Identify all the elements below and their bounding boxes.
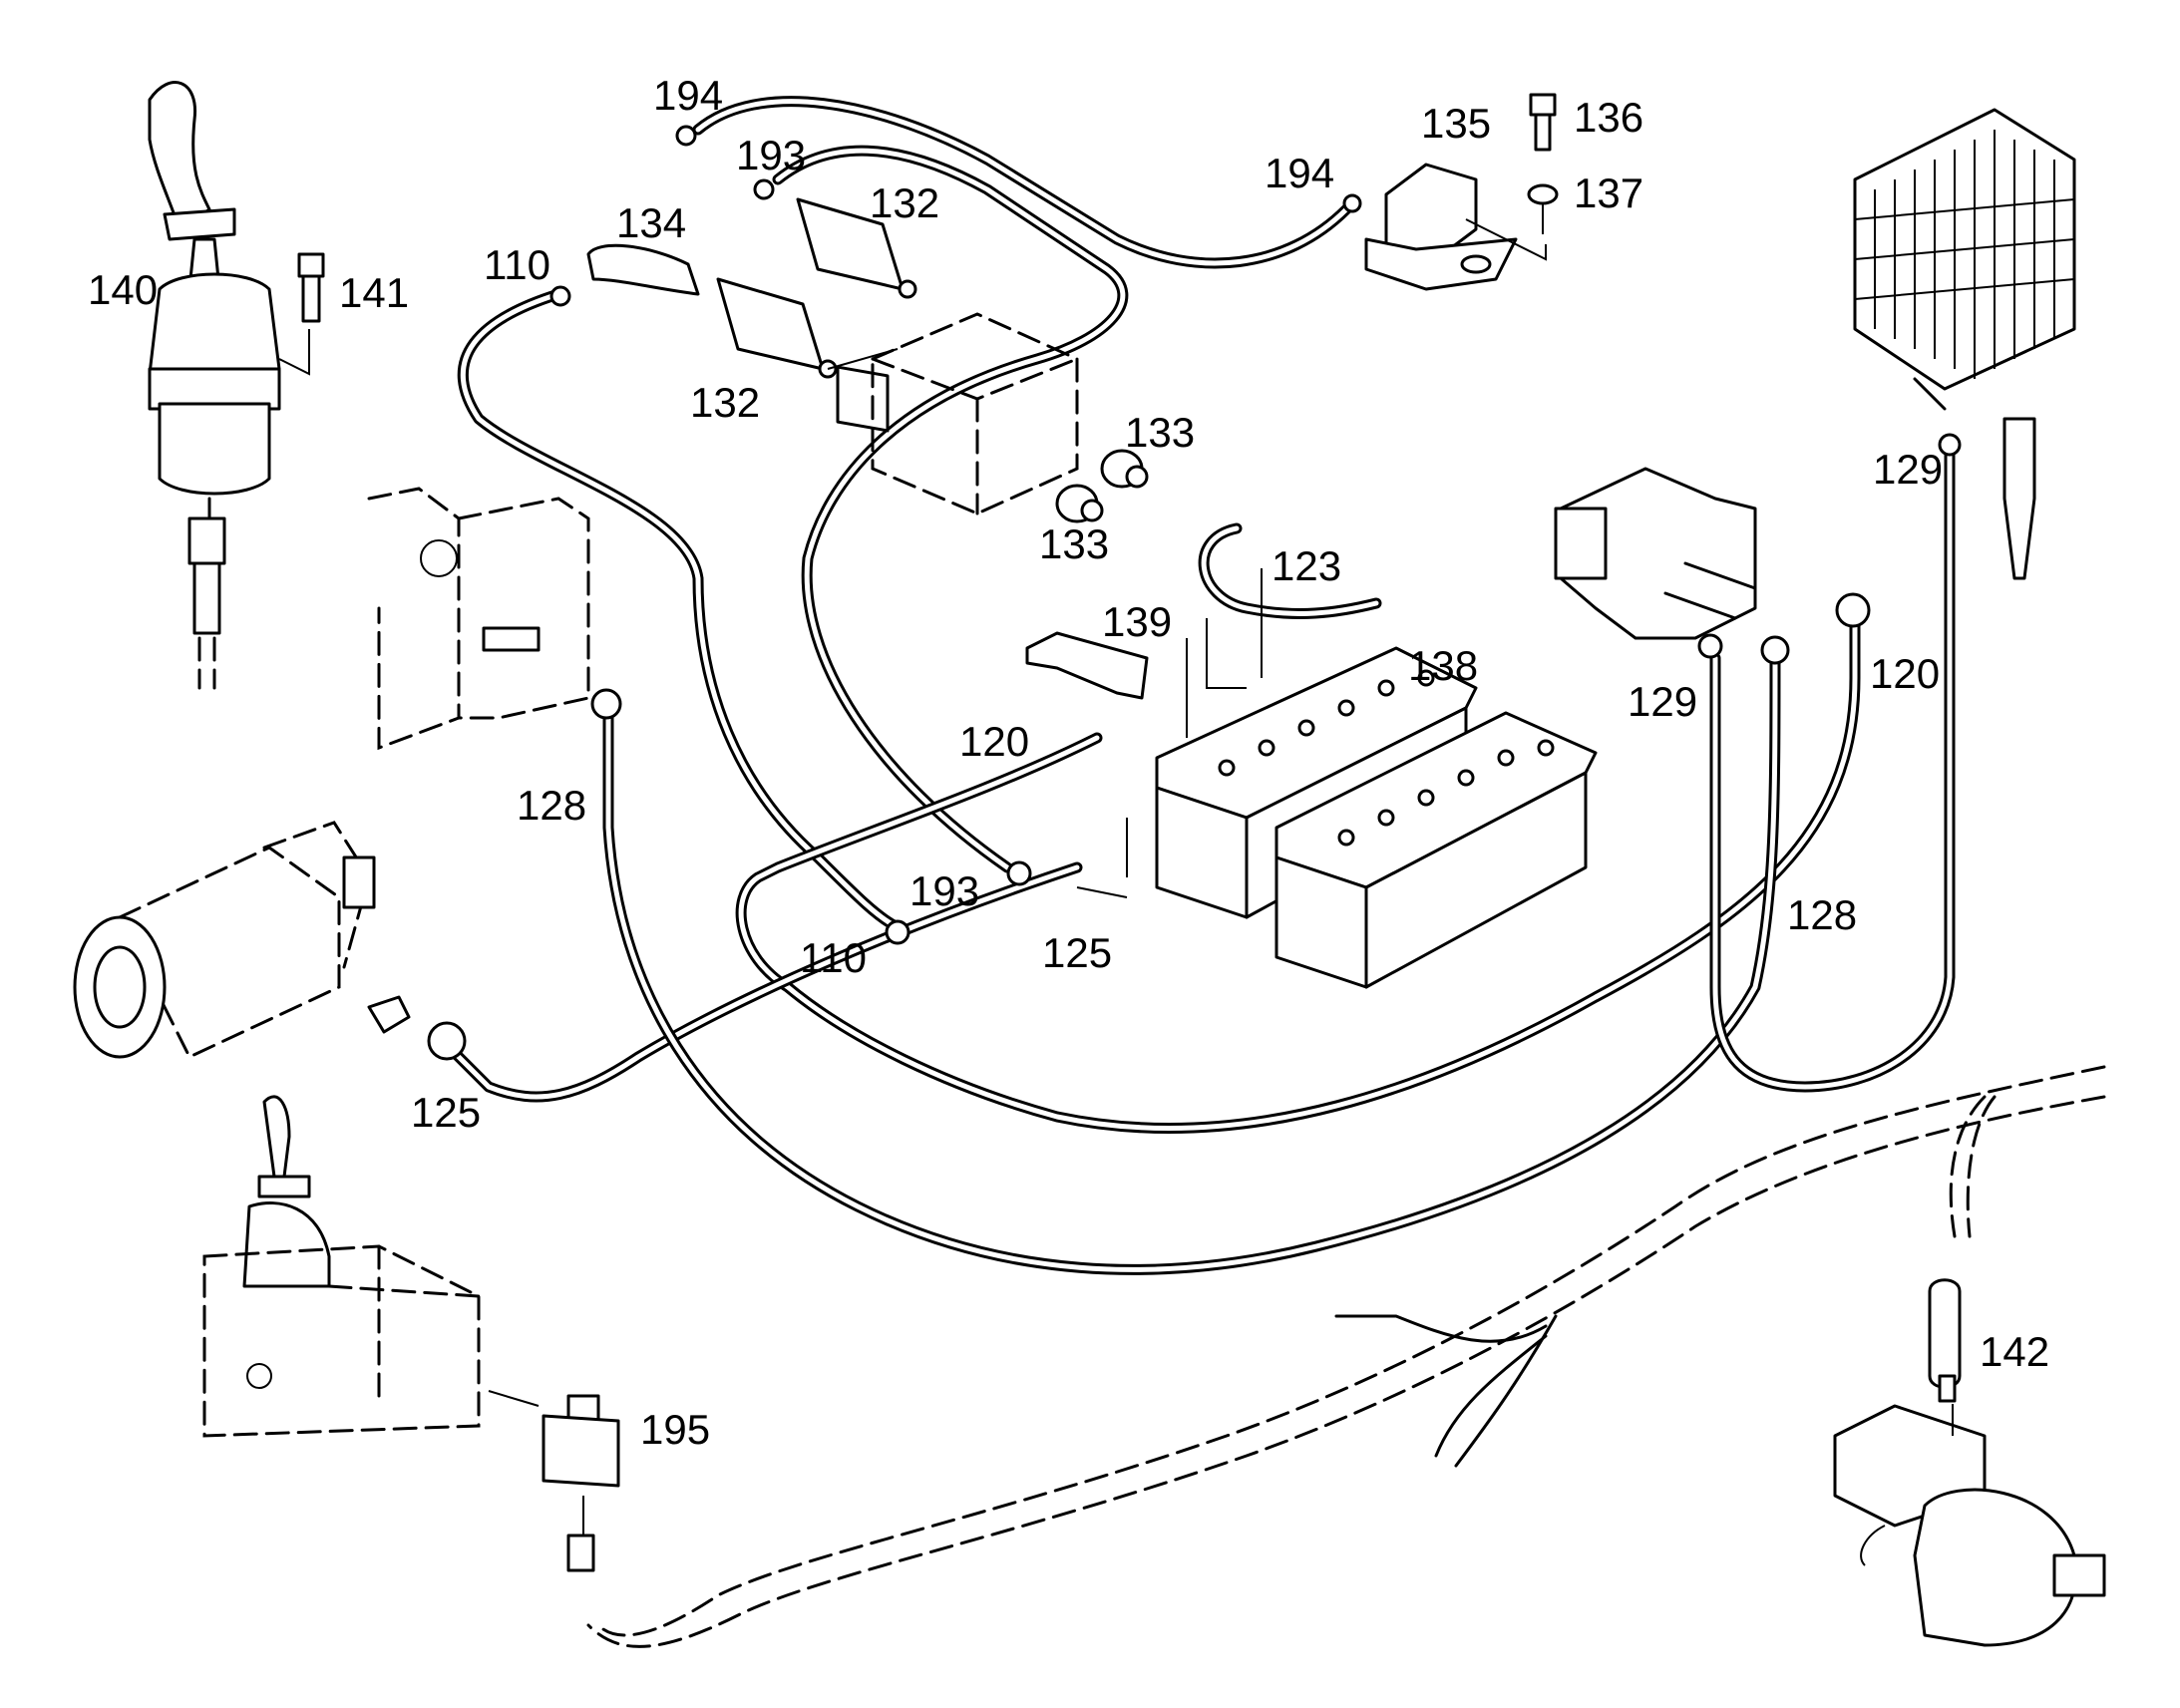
callout-135: 135: [1421, 100, 1491, 147]
callout-134: 134: [616, 199, 686, 246]
callout-labels: 194 193 132 134 110 132 194 135 136 137 …: [88, 72, 2049, 1453]
battery-caps: [1218, 669, 1555, 847]
fuse-box: [1853, 108, 2076, 580]
cable-120-left: [735, 602, 1861, 1135]
callout-125-mid: 125: [1042, 929, 1112, 976]
leader-lines: [488, 204, 1954, 1536]
relay-132-upper: [796, 197, 917, 433]
washer-137: [1527, 183, 1559, 205]
joystick-lower: [242, 1095, 331, 1288]
callout-120-left: 120: [959, 718, 1029, 765]
callout-133-lower: 133: [1039, 520, 1109, 567]
wiring-harness: [586, 1065, 2106, 1648]
cable-193: [772, 145, 1129, 873]
callout-129-mid: 129: [1628, 678, 1697, 725]
callout-137: 137: [1574, 170, 1643, 216]
junction-block: [871, 312, 1079, 515]
battery-138-right: [1274, 711, 1598, 989]
cable-194: [692, 96, 1352, 269]
callout-136: 136: [1574, 94, 1643, 141]
callout-128-left: 128: [517, 782, 586, 829]
sensor-142: [1928, 1278, 1962, 1403]
callout-138: 138: [1408, 642, 1478, 689]
callout-129-top: 129: [1873, 446, 1943, 493]
callout-132-upper: 132: [870, 179, 939, 226]
cable-123: [1198, 522, 1382, 619]
callout-128-right: 128: [1787, 891, 1857, 938]
callout-125-left: 125: [411, 1089, 481, 1136]
cable-128: [602, 652, 1781, 1275]
solenoid: [1554, 467, 1757, 640]
callout-110-top: 110: [484, 241, 550, 288]
callout-140: 140: [88, 266, 158, 313]
callout-110-mid: 110: [800, 934, 867, 981]
grommet-133-b: [1055, 484, 1104, 523]
frame-bracket: [367, 487, 590, 751]
cable-129: [1709, 443, 1956, 1093]
starter-motor: [73, 821, 411, 1059]
callout-193-mid: 193: [909, 867, 979, 914]
joystick-140: [148, 81, 310, 690]
callout-195: 195: [640, 1406, 710, 1453]
callout-194-top: 194: [653, 72, 723, 119]
bolt-141: [297, 252, 325, 323]
switch-195: [542, 1394, 620, 1572]
cable-125: [443, 861, 1083, 1103]
valve-frame: [202, 1244, 481, 1438]
callout-123: 123: [1272, 542, 1341, 589]
ring-terminals: [427, 125, 1962, 1061]
cover-139: [1025, 631, 1149, 700]
callout-142: 142: [1980, 1328, 2049, 1375]
callout-194-right: 194: [1265, 150, 1334, 196]
grommet-133-a: [1100, 449, 1149, 489]
bolt-136: [1529, 93, 1557, 152]
hydraulic-pump: [1833, 1404, 2106, 1647]
callout-193-top: 193: [736, 132, 806, 178]
relay-135: [1364, 163, 1518, 291]
callout-132-lower: 132: [690, 379, 760, 426]
callout-141: 141: [339, 269, 409, 316]
cable-110: [457, 288, 904, 933]
callout-133-upper: 133: [1125, 409, 1195, 456]
callout-120-right: 120: [1870, 650, 1940, 697]
sleeve-134: [586, 243, 700, 296]
callout-139: 139: [1102, 598, 1172, 645]
relay-132-lower: [716, 277, 838, 379]
